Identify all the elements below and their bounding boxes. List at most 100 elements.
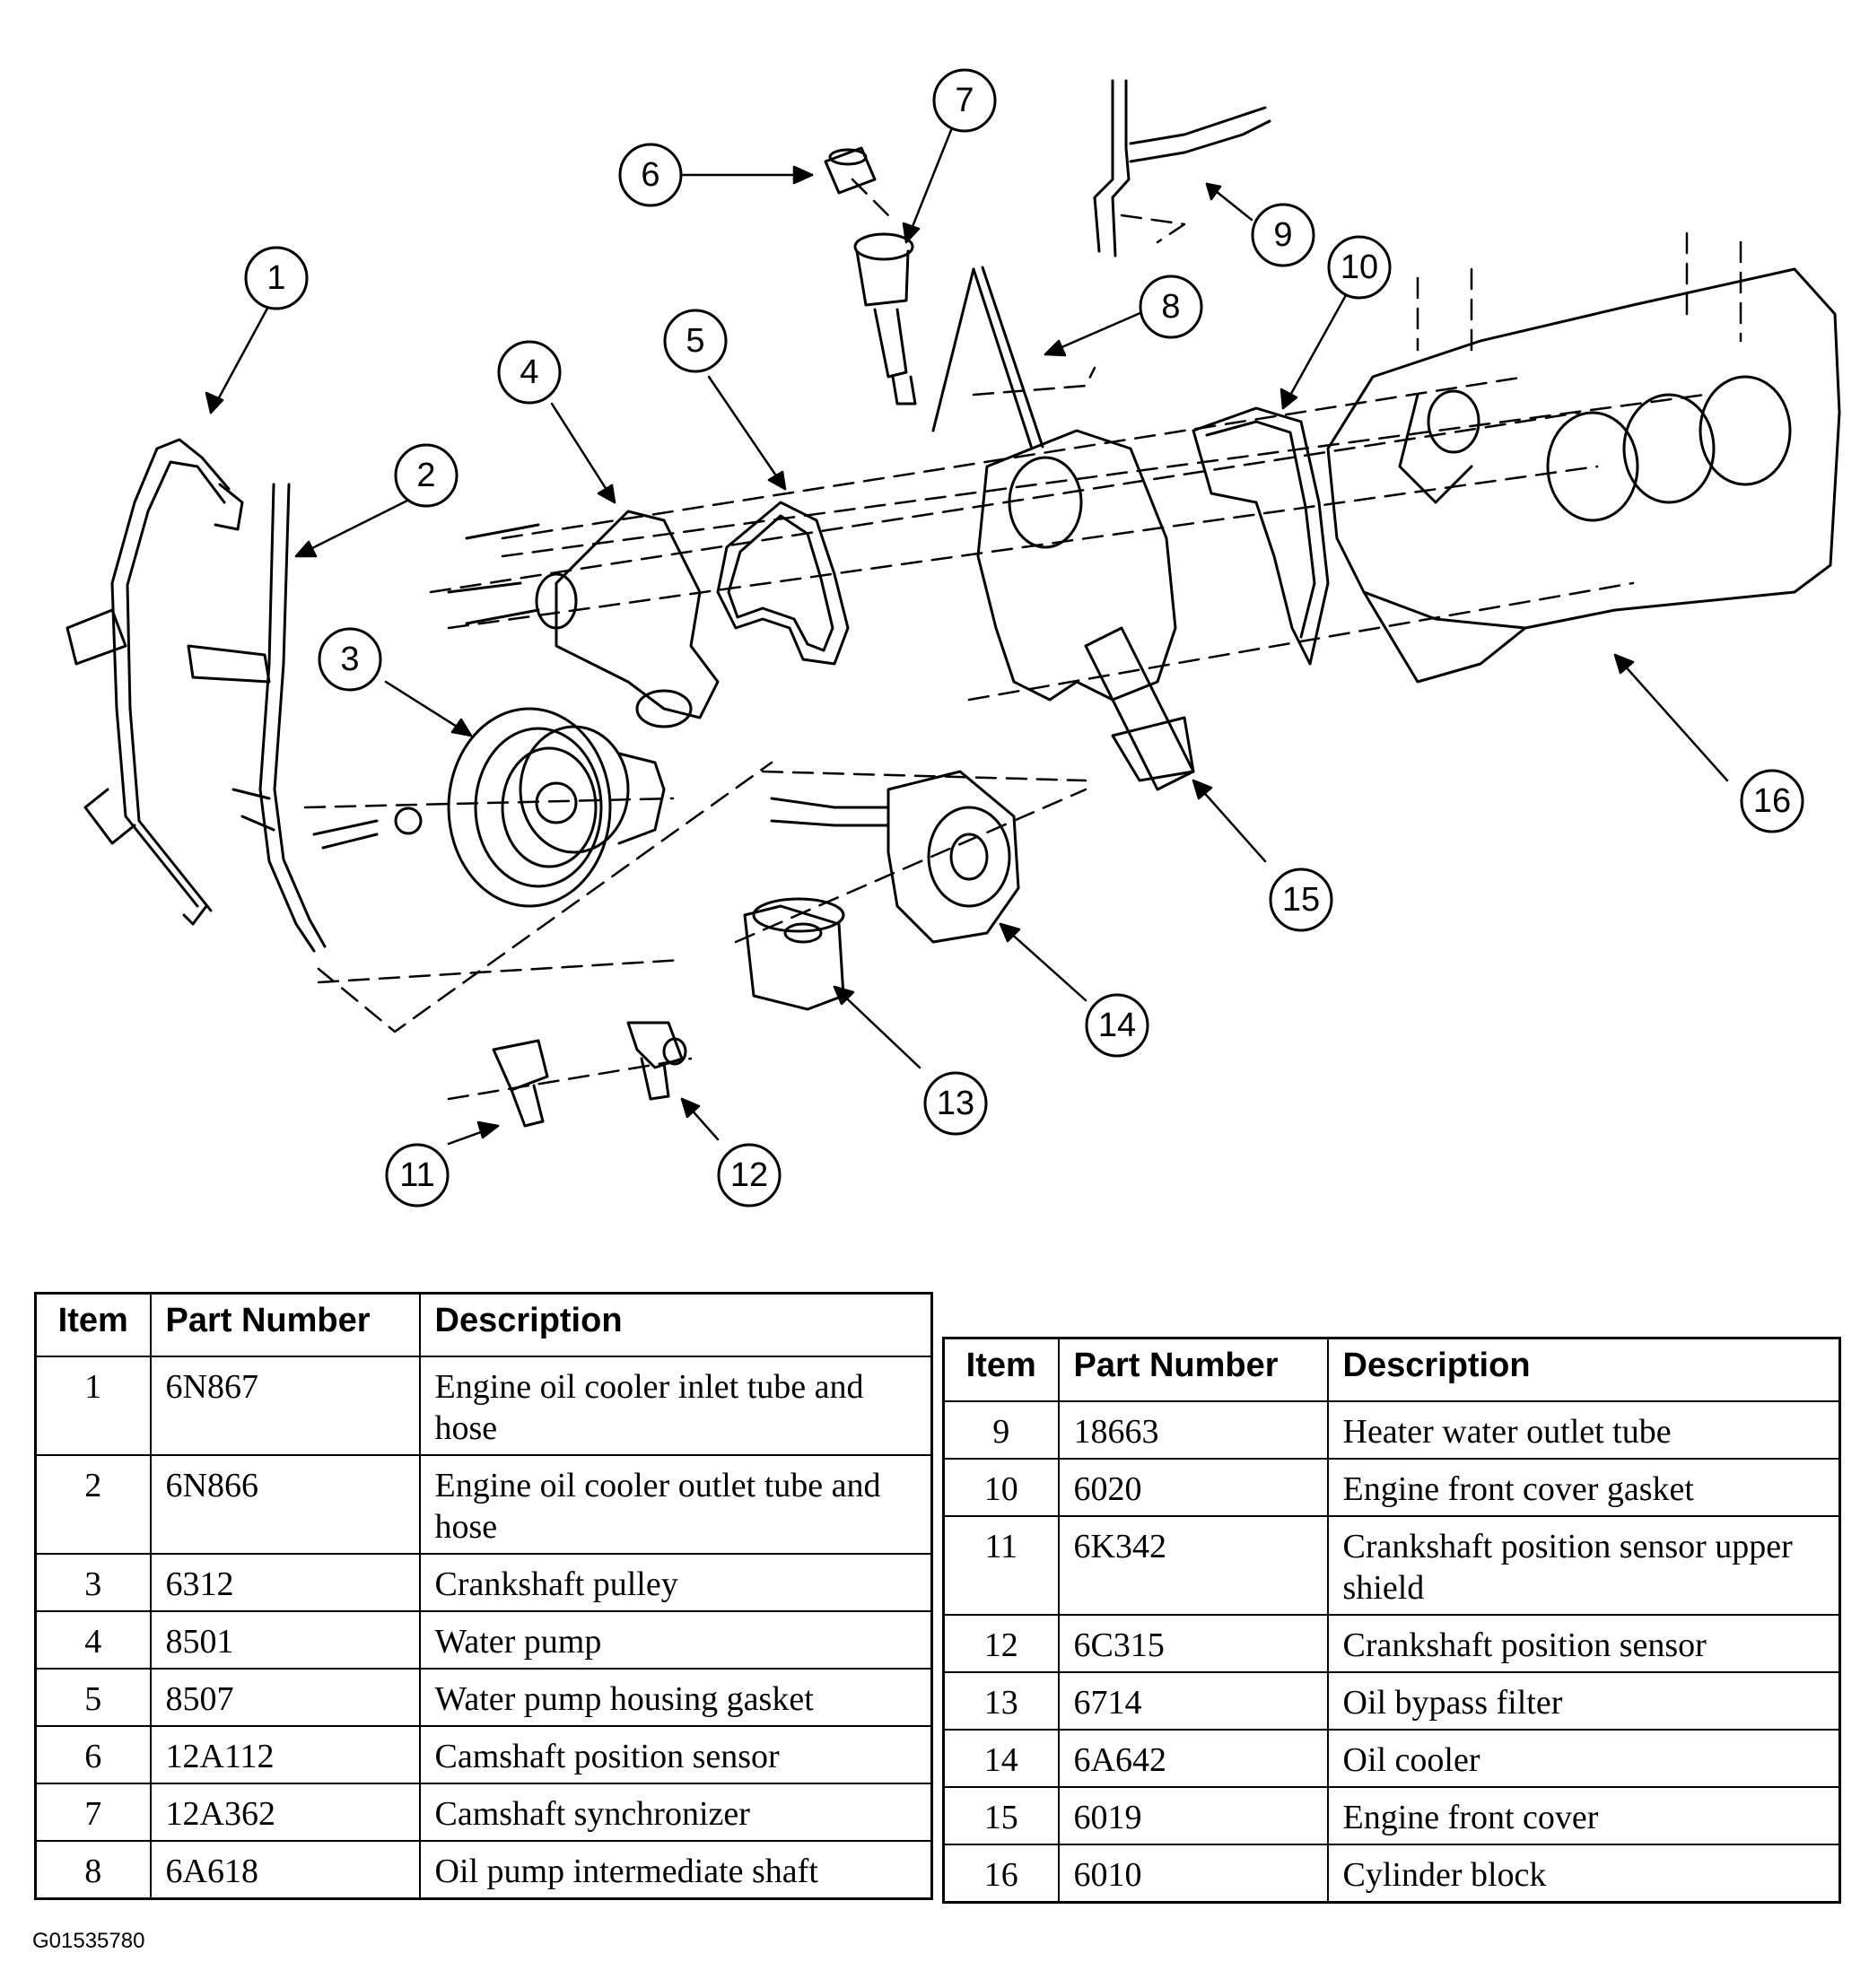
row-description: Crankshaft position sensor upper shield <box>1326 1515 1841 1616</box>
row-description: Crankshaft pulley <box>418 1553 933 1612</box>
row-part-number: 6N867 <box>149 1356 421 1456</box>
row-part-number: 6K342 <box>1057 1515 1329 1616</box>
crankshaft-position-sensor <box>626 1021 687 1101</box>
callout-4: 4 <box>497 340 562 405</box>
row-item: 14 <box>942 1729 1060 1788</box>
oil-cooler-inlet-tube <box>66 438 244 926</box>
row-part-number: 12A112 <box>149 1725 421 1784</box>
svg-text:5: 5 <box>686 322 704 360</box>
row-description: Camshaft synchronizer <box>418 1783 933 1842</box>
heater-water-outlet-tube <box>1093 79 1271 257</box>
row-part-number: 6714 <box>1057 1671 1329 1731</box>
row-description: Cylinder block <box>1326 1844 1841 1904</box>
callout-2: 2 <box>394 443 459 508</box>
svg-text:13: 13 <box>937 1085 974 1122</box>
oil-cooler-outlet-tube <box>187 483 327 953</box>
svg-text:3: 3 <box>340 641 359 678</box>
row-item: 16 <box>942 1844 1060 1904</box>
oil-cooler <box>770 770 1020 944</box>
row-description: Oil cooler <box>1326 1729 1841 1788</box>
exploded-engine-diagram: 1 2 3 4 5 6 7 8 9 10 11 12 13 14 15 16 <box>66 68 1841 1208</box>
row-part-number: 12A362 <box>149 1783 421 1842</box>
crankshaft-sensor-shield <box>492 1039 549 1128</box>
engine-front-cover-gasket <box>1192 406 1330 666</box>
callout-8: 8 <box>1139 275 1203 339</box>
row-item: 2 <box>34 1454 152 1555</box>
row-item: 1 <box>34 1356 152 1456</box>
callout-7: 7 <box>932 68 997 133</box>
row-item: 6 <box>34 1725 152 1784</box>
svg-text:16: 16 <box>1753 782 1791 820</box>
callout-13: 13 <box>923 1071 988 1136</box>
row-description: Engine oil cooler inlet tube and hose <box>418 1356 933 1456</box>
callout-11: 11 <box>385 1143 450 1208</box>
row-description: Water pump <box>418 1610 933 1670</box>
header-part-number: Part Number <box>149 1292 421 1357</box>
row-part-number: 6N866 <box>149 1454 421 1555</box>
header-part-number: Part Number <box>1057 1337 1329 1402</box>
svg-text:2: 2 <box>416 457 435 494</box>
svg-text:9: 9 <box>1273 216 1292 254</box>
figure-id: G01535780 <box>32 1929 145 1953</box>
row-item: 11 <box>942 1515 1060 1616</box>
row-part-number: 6019 <box>1057 1786 1329 1845</box>
row-item: 12 <box>942 1614 1060 1673</box>
svg-text:1: 1 <box>266 259 285 297</box>
header-description: Description <box>1326 1337 1841 1402</box>
row-part-number: 6A642 <box>1057 1729 1329 1788</box>
table-header-row: Item Part Number Description <box>34 1292 933 1357</box>
row-item: 5 <box>34 1668 152 1727</box>
row-item: 13 <box>942 1671 1060 1731</box>
leader-lines <box>205 128 1729 1146</box>
svg-text:14: 14 <box>1098 1007 1136 1044</box>
callout-14: 14 <box>1085 993 1149 1058</box>
camshaft-position-sensor <box>824 146 877 195</box>
row-description: Heater water outlet tube <box>1326 1400 1841 1460</box>
header-item: Item <box>942 1337 1060 1402</box>
engine-front-cover <box>976 429 1195 791</box>
alignment-lines <box>303 178 1742 1101</box>
row-part-number: 18663 <box>1057 1400 1329 1460</box>
svg-text:7: 7 <box>955 82 974 119</box>
callout-16: 16 <box>1740 769 1804 833</box>
row-part-number: 6A618 <box>149 1840 421 1900</box>
row-description: Engine oil cooler outlet tube and hose <box>418 1454 933 1555</box>
water-pump <box>447 510 720 728</box>
row-description: Crankshaft position sensor <box>1326 1614 1841 1673</box>
row-item: 10 <box>942 1458 1060 1517</box>
svg-text:6: 6 <box>641 156 659 194</box>
callout-1: 1 <box>244 246 309 310</box>
callout-9: 9 <box>1251 203 1315 267</box>
row-part-number: 8507 <box>149 1668 421 1727</box>
header-description: Description <box>418 1292 933 1357</box>
row-part-number: 6C315 <box>1057 1614 1329 1673</box>
row-part-number: 8501 <box>149 1610 421 1670</box>
callout-10: 10 <box>1327 235 1392 300</box>
row-part-number: 6010 <box>1057 1844 1329 1904</box>
callout-6: 6 <box>618 143 683 207</box>
row-item: 3 <box>34 1553 152 1612</box>
row-item: 8 <box>34 1840 152 1900</box>
oil-pump-intermediate-shaft <box>931 266 1044 450</box>
row-description: Oil bypass filter <box>1326 1671 1841 1731</box>
row-description: Engine front cover gasket <box>1326 1458 1841 1517</box>
crankshaft-pulley <box>312 707 666 908</box>
camshaft-synchronizer <box>853 232 917 405</box>
water-pump-housing-gasket <box>716 501 850 666</box>
svg-text:12: 12 <box>730 1156 768 1194</box>
svg-text:11: 11 <box>399 1156 434 1194</box>
svg-text:10: 10 <box>1341 248 1378 286</box>
